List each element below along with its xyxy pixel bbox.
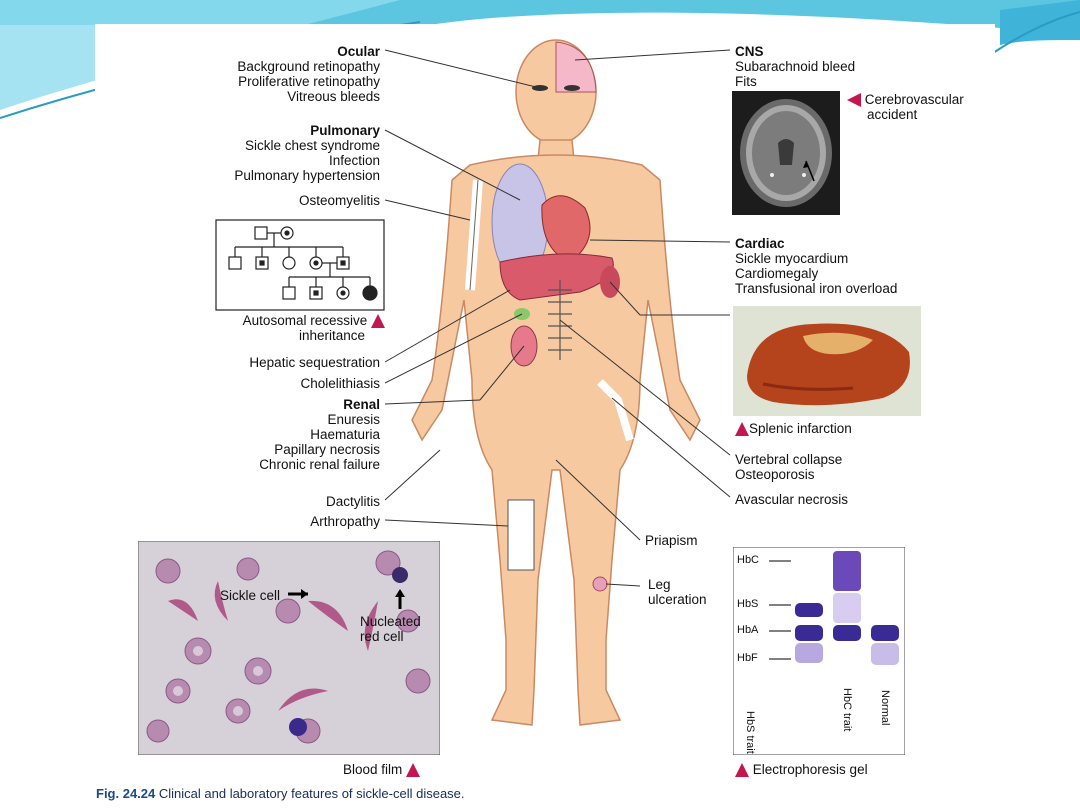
nucleated-line: Nucleated	[360, 614, 421, 629]
nucleated-cell-annotation: Nucleated red cell	[360, 614, 421, 644]
vertebral-item: Osteoporosis	[735, 467, 815, 482]
arthropathy-label: Arthropathy	[310, 514, 380, 529]
osteomyelitis-label: Osteomyelitis	[298, 193, 380, 208]
vertebral-label-group: Vertebral collapse Osteoporosis	[735, 452, 842, 482]
pulmonary-item: Infection	[328, 153, 380, 168]
figure-caption: Fig. 24.24 Clinical and laboratory featu…	[96, 786, 465, 801]
renal-item: Haematuria	[310, 427, 380, 442]
gel-band-label: HbA	[737, 624, 759, 636]
ocular-item: Proliferative retinopathy	[238, 74, 380, 89]
triangle-marker-icon	[406, 763, 421, 778]
cva-label: Cerebrovascular accident	[847, 92, 964, 122]
inheritance-label: Autosomal recessive inheritance	[190, 313, 385, 343]
figure-number: Fig. 24.24	[96, 786, 156, 801]
leg-ulceration-label: Leg ulceration	[648, 577, 707, 607]
cns-item: Subarachnoid bleed	[735, 59, 856, 74]
pedigree-chart	[215, 219, 385, 311]
splenic-label: Splenic infarction	[735, 421, 852, 437]
leg-line: ulceration	[648, 592, 707, 607]
renal-title: Renal	[343, 397, 380, 412]
vertebral-item: Vertebral collapse	[735, 452, 843, 467]
blood-film-caption-text: Blood film	[343, 762, 403, 777]
cardiac-item: Cardiomegaly	[735, 266, 819, 281]
sickle-cell-annotation: Sickle cell	[220, 588, 281, 603]
triangle-marker-icon	[735, 763, 749, 778]
cardiac-label-group: Cardiac Sickle myocardium Cardiomegaly T…	[735, 236, 897, 296]
pulmonary-label-group: Pulmonary Sickle chest syndrome Infectio…	[190, 123, 380, 183]
leg-line: Leg	[648, 577, 671, 592]
gel-band-label: HbC	[737, 554, 760, 566]
pulmonary-item: Sickle chest syndrome	[244, 138, 380, 153]
nucleated-line: red cell	[360, 629, 404, 644]
blood-film-caption: Blood film	[343, 762, 421, 778]
triangle-marker-icon	[735, 422, 749, 437]
priapism-label: Priapism	[645, 533, 698, 548]
cva-line: Cerebrovascular	[864, 92, 964, 107]
gel-lane-label: HbS trait	[744, 711, 756, 754]
dactylitis-label: Dactylitis	[325, 494, 380, 509]
pulmonary-title: Pulmonary	[310, 123, 380, 138]
renal-label-group: Renal Enuresis Haematuria Papillary necr…	[190, 397, 380, 472]
splenic-text: Splenic infarction	[749, 421, 852, 436]
gel-lane-label: HbC trait	[841, 688, 853, 732]
splenic-infarction-photo	[733, 306, 921, 416]
cns-item: Fits	[735, 74, 757, 89]
triangle-marker-icon	[847, 93, 861, 108]
cva-line: accident	[867, 107, 918, 123]
cardiac-title: Cardiac	[735, 236, 785, 251]
human-body-figure	[411, 39, 701, 726]
renal-item: Papillary necrosis	[274, 442, 380, 457]
cns-label-group: CNS Subarachnoid bleed Fits	[735, 44, 855, 89]
ocular-item: Vitreous bleeds	[287, 89, 380, 104]
ocular-title: Ocular	[337, 44, 380, 59]
cholelithiasis-label: Cholelithiasis	[300, 376, 380, 391]
blood-film-image	[138, 541, 440, 755]
inheritance-line: inheritance	[298, 328, 365, 344]
gel-band-label: HbS	[737, 598, 759, 610]
figure-caption-text: Clinical and laboratory features of sick…	[158, 786, 465, 801]
gel-caption-text: Electrophoresis gel	[752, 762, 868, 777]
ocular-label-group: Ocular Background retinopathy Proliferat…	[190, 44, 380, 104]
ocular-item: Background retinopathy	[237, 59, 380, 74]
inheritance-line: Autosomal recessive	[242, 313, 368, 328]
gel-band-label: HbF	[737, 652, 758, 664]
gel-lane-label: Normal	[879, 690, 891, 726]
gel-caption: Electrophoresis gel	[735, 762, 868, 778]
hepatic-label: Hepatic sequestration	[249, 355, 380, 370]
triangle-marker-icon	[371, 314, 385, 329]
cardiac-item: Transfusional iron overload	[735, 281, 898, 296]
ct-scan-image	[732, 91, 840, 215]
avascular-label: Avascular necrosis	[735, 492, 849, 507]
electrophoresis-gel-image	[733, 547, 905, 755]
renal-item: Chronic renal failure	[259, 457, 380, 472]
pulmonary-item: Pulmonary hypertension	[234, 168, 380, 183]
cns-title: CNS	[735, 44, 764, 59]
renal-item: Enuresis	[327, 412, 380, 427]
cardiac-item: Sickle myocardium	[735, 251, 849, 266]
